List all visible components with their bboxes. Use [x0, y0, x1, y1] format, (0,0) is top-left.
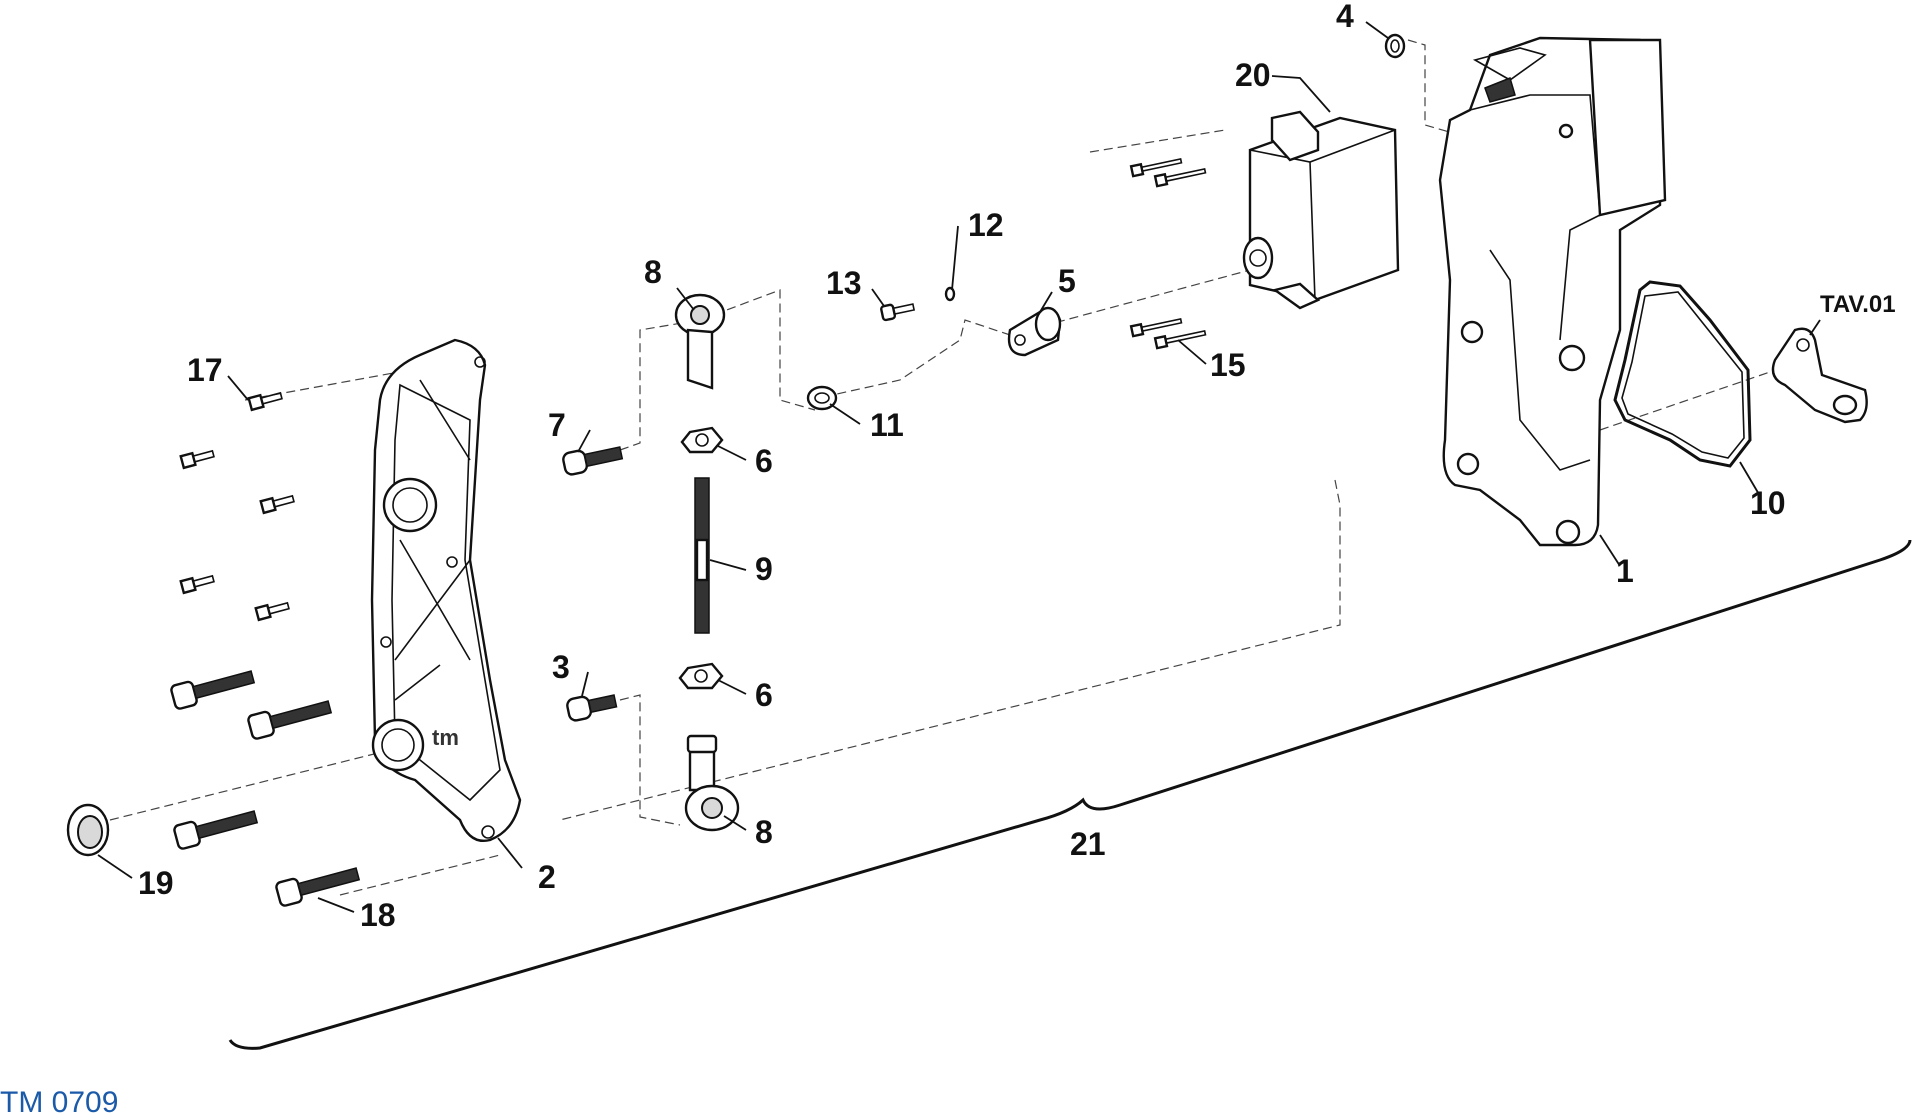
washer-part-11	[806, 385, 838, 411]
bracket-tav01	[1771, 327, 1868, 424]
nut-part-6-bottom	[678, 662, 724, 690]
callout-8-top: 8	[644, 254, 662, 290]
callout-15: 15	[1210, 347, 1246, 383]
servo-part-20	[1242, 110, 1400, 310]
threaded-rod-part-9	[694, 477, 710, 634]
callout-3: 3	[552, 649, 570, 685]
callout-8-bottom: 8	[755, 814, 773, 850]
callout-13: 13	[826, 265, 862, 301]
callout-7: 7	[548, 407, 566, 443]
lever-part-5	[1007, 306, 1062, 357]
screws-part-15	[1129, 157, 1207, 350]
gasket-part-10	[1613, 280, 1752, 468]
bolts-part-18	[170, 670, 361, 907]
clip-part-12	[944, 286, 956, 302]
nut-part-6-top	[680, 426, 724, 454]
bolt-part-3	[566, 694, 618, 722]
callout-12: 12	[968, 207, 1004, 243]
callout-1: 1	[1616, 553, 1634, 589]
washer-part-4	[1384, 33, 1406, 59]
callout-20: 20	[1235, 57, 1271, 93]
housing-part-1	[1438, 36, 1667, 547]
callout-9: 9	[755, 551, 773, 587]
screw-part-13	[880, 303, 916, 322]
cover-part-2: tm	[370, 338, 522, 842]
rod-end-part-8-bottom	[684, 734, 740, 832]
bolt-part-7	[562, 446, 624, 476]
callout-2: 2	[538, 859, 556, 895]
callout-4: 4	[1336, 0, 1354, 34]
callout-5: 5	[1058, 263, 1076, 299]
screws-part-17	[179, 391, 295, 622]
callout-11: 11	[870, 407, 904, 443]
callout-19: 19	[138, 865, 174, 901]
washer-part-19	[66, 803, 110, 857]
cover-logo: tm	[432, 725, 459, 750]
callout-21: 21	[1070, 826, 1106, 862]
leader-lines	[97, 21, 1821, 913]
rod-end-part-8-top	[674, 293, 726, 390]
callout-18: 18	[360, 897, 396, 933]
assembly-bracket-21	[228, 539, 1912, 1050]
callout-6-bottom: 6	[755, 677, 773, 713]
callout-10: 10	[1750, 485, 1786, 521]
callout-6-top: 6	[755, 443, 773, 479]
callout-tav01: TAV.01	[1820, 291, 1896, 318]
drawing-code: TM 0709	[0, 1086, 118, 1117]
callout-17: 17	[187, 352, 223, 388]
